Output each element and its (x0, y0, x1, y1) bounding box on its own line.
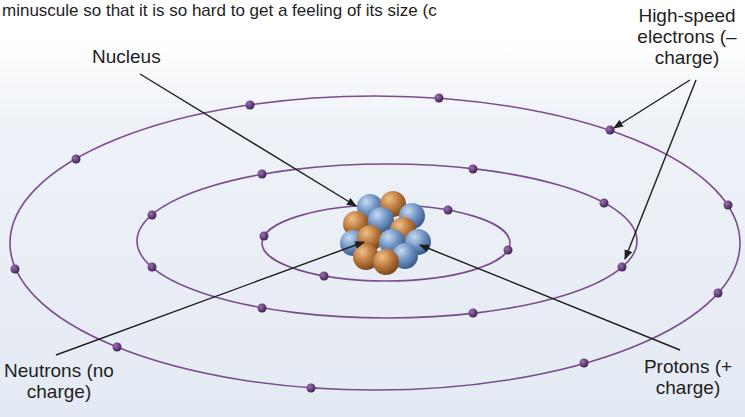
leader-line (56, 242, 364, 355)
leader-line (625, 80, 696, 259)
cut-heading: minuscule so that it is so hard to get a… (2, 0, 437, 21)
electron-dots (11, 94, 733, 393)
middle-orbit (137, 164, 637, 318)
inner-orbit (262, 205, 510, 281)
part-label: Neutrons (no charge) (4, 360, 114, 402)
nucleus-cluster (340, 191, 431, 275)
leader-line (140, 74, 356, 206)
part-label: Nucleus (92, 46, 202, 67)
leader-lines (56, 74, 696, 355)
leader-line (614, 80, 690, 128)
leader-line (420, 245, 680, 350)
outer-orbit (10, 96, 740, 390)
part-label: Protons (+ charge) (636, 356, 740, 398)
orbit-ellipses (10, 96, 740, 390)
part-label: High-speed electrons (– charge) (632, 5, 742, 68)
